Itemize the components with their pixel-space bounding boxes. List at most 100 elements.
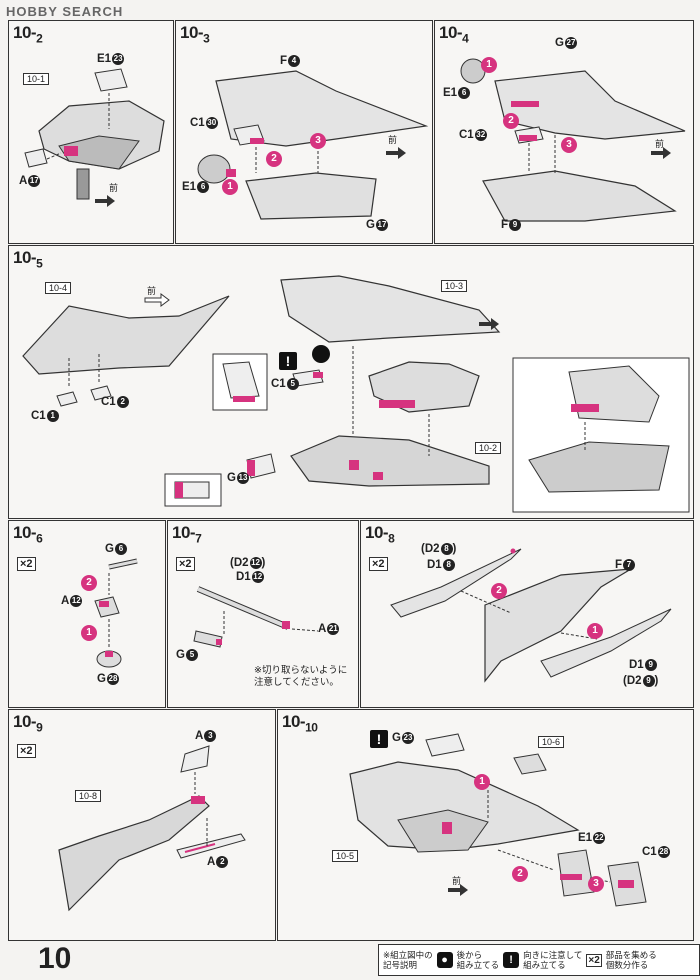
front-label: 前: [147, 286, 157, 296]
quantity-x2-icon: ×2: [586, 953, 602, 967]
order-marker-3: 3: [588, 876, 604, 892]
step-10-8-drawing: [390, 548, 672, 683]
order-marker-2: 2: [81, 575, 97, 591]
front-label: 前: [655, 139, 665, 149]
step-10-3-title: 10-3: [180, 23, 210, 46]
ref-tag: 10-1: [23, 73, 50, 85]
order-marker-2: 2: [512, 866, 528, 882]
quantity-x2-badge: ×2: [176, 557, 195, 571]
site-watermark: HOBBY SEARCH: [6, 4, 124, 19]
step-10-5-drawing: [22, 275, 690, 513]
ref-tag: 10-4: [45, 282, 72, 294]
ref-tag: 10-6: [538, 736, 565, 748]
order-marker-2: 2: [266, 151, 282, 167]
step-10-4-drawing: [460, 58, 686, 222]
order-marker-1: 1: [81, 625, 97, 641]
step-10-10-drawing: [349, 733, 647, 907]
caution-icon: !: [370, 730, 388, 748]
ref-tag: 10-8: [75, 790, 102, 802]
step-10-9-title: 10-9: [13, 712, 43, 735]
legend-item-quantity: 部品を集める個数分作る: [605, 950, 657, 970]
step-10-7-drawing: [193, 586, 319, 648]
order-marker-1: 1: [587, 623, 603, 639]
step-10-6-drawing: [94, 558, 138, 668]
order-marker-1: 1: [474, 774, 490, 790]
front-label: 前: [109, 183, 119, 193]
front-label: 前: [452, 876, 462, 886]
order-marker-1: 1: [481, 57, 497, 73]
step-10-3-drawing: [197, 70, 429, 220]
quantity-x2-badge: ×2: [369, 557, 388, 571]
page-number: 10: [38, 942, 72, 975]
symbol-legend: ※組立図中の記号説明 ● 後から組み立てる ! 向きに注意して組み立てる ×2 …: [378, 944, 700, 976]
order-marker-2: 2: [503, 113, 519, 129]
step-10-10-title: 10-10: [282, 712, 318, 735]
step-10-2-title: 10-2: [13, 23, 43, 46]
quantity-x2-badge: ×2: [17, 744, 36, 758]
order-marker-2: 2: [491, 583, 507, 599]
step-10-7-title: 10-7: [172, 523, 202, 546]
caution-note: ※切り取らないように注意してください。: [254, 665, 348, 688]
step-10-8-title: 10-8: [365, 523, 395, 546]
caution-icon: !: [279, 352, 297, 370]
step-10-6-title: 10-6: [13, 523, 43, 546]
ref-tag: 10-2: [475, 442, 502, 454]
step-10-5-panel: 10-5: [8, 245, 694, 519]
caution-icon: !: [503, 952, 520, 968]
order-marker-3: 3: [561, 137, 577, 153]
step-10-2-drawing: [24, 68, 165, 207]
legend-title: ※組立図中の記号説明: [383, 950, 433, 970]
order-marker-1: 1: [222, 179, 238, 195]
step-10-4-title: 10-4: [439, 23, 469, 46]
ref-tag: 10-5: [332, 850, 359, 862]
ref-tag: 10-3: [441, 280, 468, 292]
step-10-5-title: 10-5: [13, 248, 43, 271]
quantity-x2-badge: ×2: [17, 557, 36, 571]
legend-item-orientation: 向きに注意して組み立てる: [523, 950, 583, 970]
front-label: 前: [388, 135, 398, 145]
step-10-9-drawing: [58, 745, 246, 912]
assemble-later-icon: ●: [436, 952, 453, 968]
legend-item-assemble-later: 後から組み立てる: [456, 950, 500, 970]
order-marker-3: 3: [310, 133, 326, 149]
